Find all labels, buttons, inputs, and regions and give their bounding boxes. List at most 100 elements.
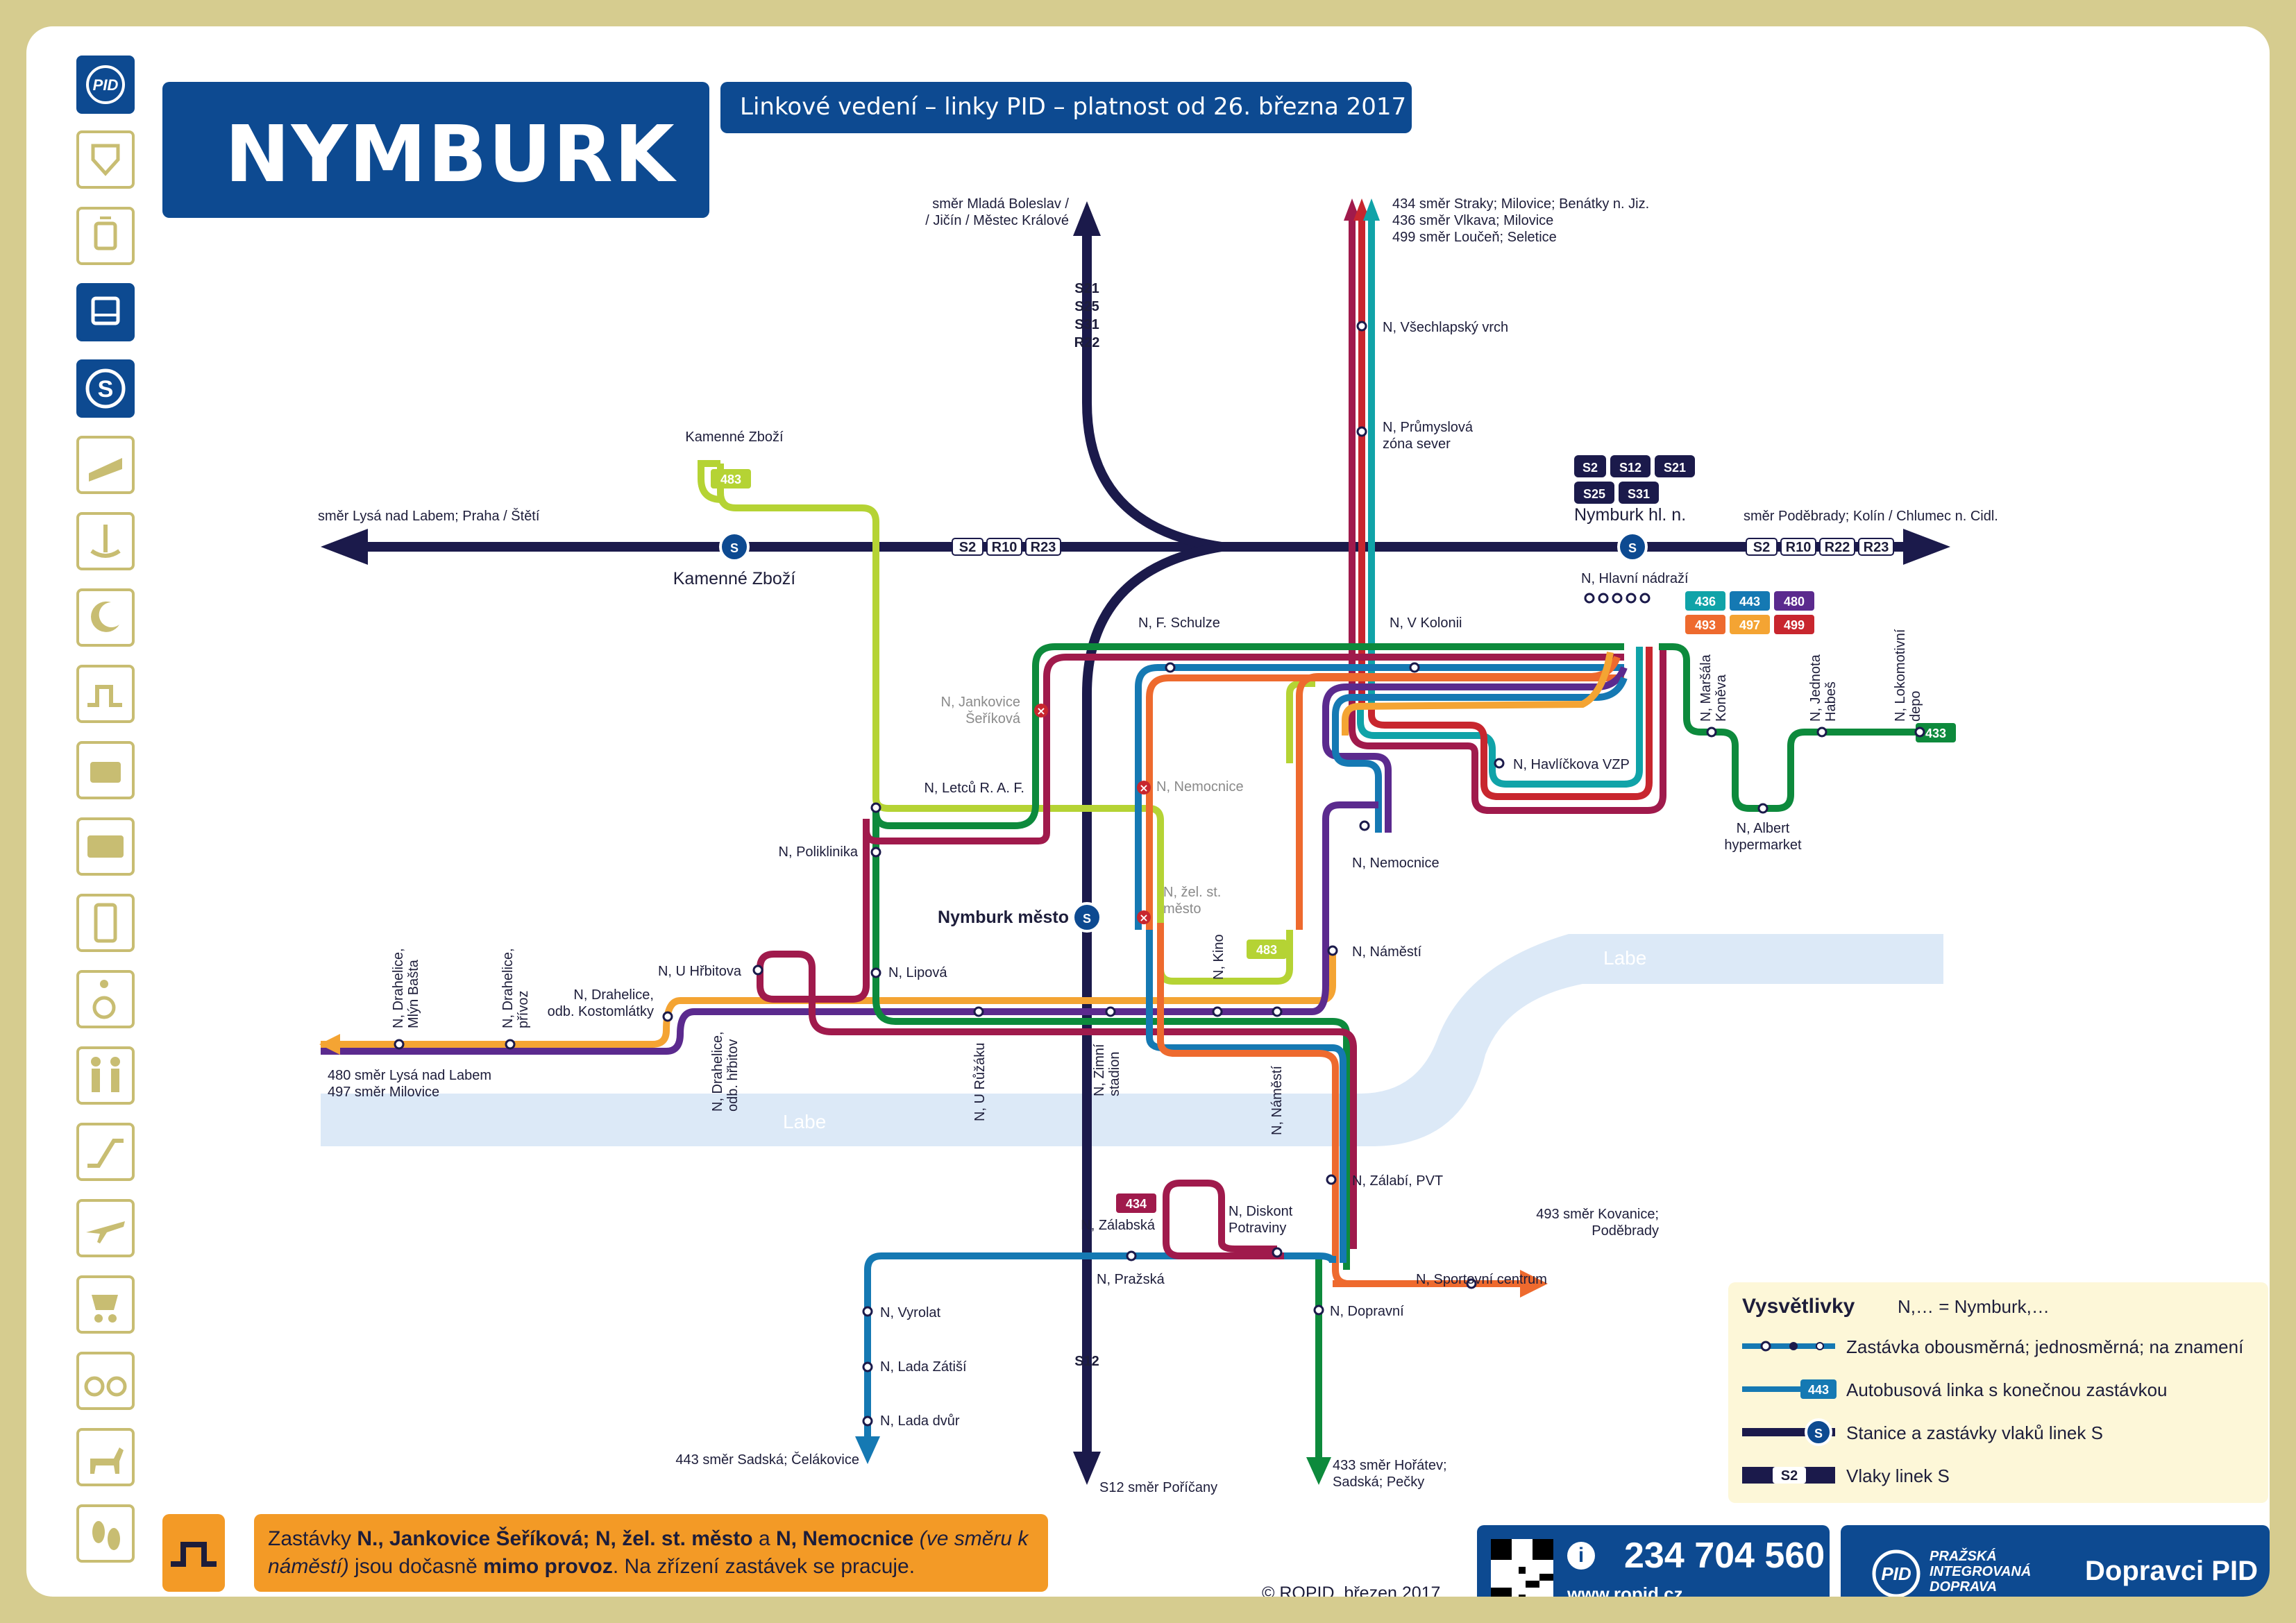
train-tags-hlavni: S2 S12 S21 S25 S31 (1574, 455, 1695, 504)
svg-text:S: S (730, 541, 738, 555)
svg-text:N, Drahelice,Mlýn Bašta: N, Drahelice,Mlýn Bašta (391, 948, 421, 1028)
svg-text:směr Mladá Boleslav // Jičín /: směr Mladá Boleslav // Jičín / Městec Kr… (925, 196, 1069, 228)
legend-row-station: Stanice a zastávky vlaků linek S (1846, 1422, 2103, 1443)
svg-text:N, V Kolonii: N, V Kolonii (1390, 615, 1462, 631)
tag-483-kamenne: 483 (711, 469, 751, 488)
tag-483-namesti: 483 (1247, 940, 1287, 959)
ferry-icon (76, 512, 135, 570)
svg-text:433: 433 (1925, 726, 1946, 740)
svg-text:N, Letců R. A. F.: N, Letců R. A. F. (924, 781, 1024, 796)
river-label-west: Labe (783, 1111, 826, 1132)
river-labe: Labe Labe (321, 934, 1943, 1146)
svg-text:R10: R10 (1786, 540, 1812, 555)
legend-bus-sample: 443 (1808, 1383, 1829, 1397)
notice-text: Zastávky N., Jankovice Šeříková; N, žel.… (268, 1527, 1029, 1578)
ticket-machine-icon (76, 741, 135, 799)
legend-row-stops: Zastávka obousměrná; jednosměrná; na zna… (1846, 1336, 2244, 1357)
stop-dots (394, 321, 1925, 1427)
info-icon: i (1567, 1542, 1595, 1570)
card-icon (76, 817, 135, 876)
svg-text:S21: S21 (1664, 461, 1686, 475)
svg-text:N, Zálabská: N, Zálabská (1081, 1218, 1156, 1233)
svg-text:N, žel. st.město: N, žel. st.město (1163, 885, 1221, 917)
svg-text:434 směr Straky; Milovice; Ben: 434 směr Straky; Milovice; Benátky n. Ji… (1392, 196, 1649, 245)
operators-label: Dopravci PID (2085, 1556, 2258, 1586)
svg-text:S2: S2 (1753, 540, 1770, 555)
svg-text:483: 483 (720, 473, 741, 486)
notice-box: Zastávky N., Jankovice Šeříková; N, žel.… (254, 1514, 1048, 1592)
station-kamenne-zbozi-icon: S (719, 532, 750, 562)
wheelchair-icon (76, 970, 135, 1028)
train-tags-north: S21 S25 S31 R22 (1074, 281, 1100, 350)
svg-text:497: 497 (1739, 618, 1760, 632)
legend: Vysvětlivky N,… = Nymburk,… 443 S S2 Zas… (1728, 1282, 2268, 1503)
svg-text:×: × (1139, 911, 1148, 924)
dog-icon (76, 1428, 135, 1486)
legend-title: Vysvětlivky (1742, 1295, 1855, 1318)
svg-text:R10: R10 (992, 540, 1018, 555)
bus-south (855, 1180, 1548, 1485)
svg-text:499: 499 (1784, 618, 1805, 632)
legend-note: N,… = Nymburk,… (1898, 1296, 2050, 1317)
svg-text:S12: S12 (1619, 461, 1641, 475)
legend-train-sample: S2 (1781, 1468, 1798, 1484)
subtitle-box: Linkové vedení – linky PID – platnost od… (720, 82, 1412, 133)
train-tags-east: S2 R10 R22 R23 (1746, 538, 1894, 556)
phone-number[interactable]: 234 704 560 (1624, 1536, 1825, 1576)
svg-text:Nymburk hl. n.: Nymburk hl. n. (1574, 505, 1686, 525)
svg-text:N, Drahelice,odb. Kostomlátky: N, Drahelice,odb. Kostomlátky (548, 987, 654, 1019)
closed-stop-zel-st-icon: × (1137, 910, 1151, 924)
airport-icon (76, 1199, 135, 1257)
contact-box: i 234 704 560 www.ropid.cz (1477, 1525, 1830, 1597)
escalator-icon (76, 1123, 135, 1181)
svg-text:S: S (1814, 1427, 1823, 1441)
train-s-icon: S (76, 359, 135, 418)
svg-text:N, F. Schulze: N, F. Schulze (1138, 615, 1220, 631)
svg-text:493 směr Kovanice;Poděbrady: 493 směr Kovanice;Poděbrady (1536, 1207, 1659, 1239)
river-label-east: Labe (1603, 947, 1646, 969)
svg-text:433 směr Hořátev;Sadská; Pečky: 433 směr Hořátev;Sadská; Pečky (1333, 1458, 1447, 1490)
legend-row-bus: Autobusová linka s konečnou zastávkou (1846, 1379, 2168, 1400)
svg-text:S31: S31 (1074, 317, 1099, 332)
bus-corridor-west (321, 801, 1527, 1287)
phone-icon (76, 894, 135, 952)
svg-text:N, Zálabí, PVT: N, Zálabí, PVT (1352, 1173, 1443, 1189)
svg-text:N, Zimnístadion: N, Zimnístadion (1092, 1044, 1122, 1096)
title-box: NYMBURK (162, 82, 709, 218)
map-sheet: PID S (26, 26, 2270, 1597)
bicycle-icon (76, 1352, 135, 1410)
bus-corridor-north (1032, 643, 1624, 930)
train-tag-south: S12 (1074, 1354, 1099, 1369)
svg-text:N, Nemocnice: N, Nemocnice (1352, 856, 1440, 871)
svg-text:N, Lokomotivnídepo: N, Lokomotivnídepo (1893, 629, 1923, 722)
station-hlavni-icon: S (1617, 532, 1648, 562)
svg-text:S31: S31 (1628, 487, 1650, 501)
night-icon (76, 588, 135, 647)
page-title: NYMBURK (225, 110, 676, 200)
page-subtitle: Linkové vedení – linky PID – platnost od… (740, 93, 1407, 121)
arrow-497 (319, 1034, 340, 1055)
hlavni-terminal-tags: 436 443 480 493 497 499 (1685, 591, 1814, 634)
bus-city-bundle (1296, 652, 1628, 930)
svg-text:N, Poliklinika: N, Poliklinika (779, 844, 859, 860)
website-link[interactable]: www.ropid.cz (1567, 1583, 1683, 1597)
svg-text:443: 443 (1739, 595, 1760, 609)
svg-text:N, Náměstí: N, Náměstí (1352, 944, 1421, 960)
svg-text:N, Drahelice,přívoz: N, Drahelice,přívoz (500, 948, 531, 1028)
station-mesto-icon: S (1072, 902, 1102, 933)
svg-text:R22: R22 (1074, 335, 1100, 350)
svg-text:N, Lipová: N, Lipová (888, 965, 947, 980)
legend-symbols: 443 S S2 (1742, 1341, 1837, 1484)
svg-text:S: S (1083, 912, 1091, 926)
bus-icon (76, 283, 135, 341)
svg-text:S2: S2 (1582, 461, 1598, 475)
line-434-north (1344, 198, 1380, 708)
pid-logo-icon: PID (76, 56, 135, 114)
qr-code-icon[interactable] (1491, 1539, 1553, 1597)
railway-lines (321, 201, 1950, 1485)
svg-text:N, Kino: N, Kino (1211, 934, 1226, 980)
